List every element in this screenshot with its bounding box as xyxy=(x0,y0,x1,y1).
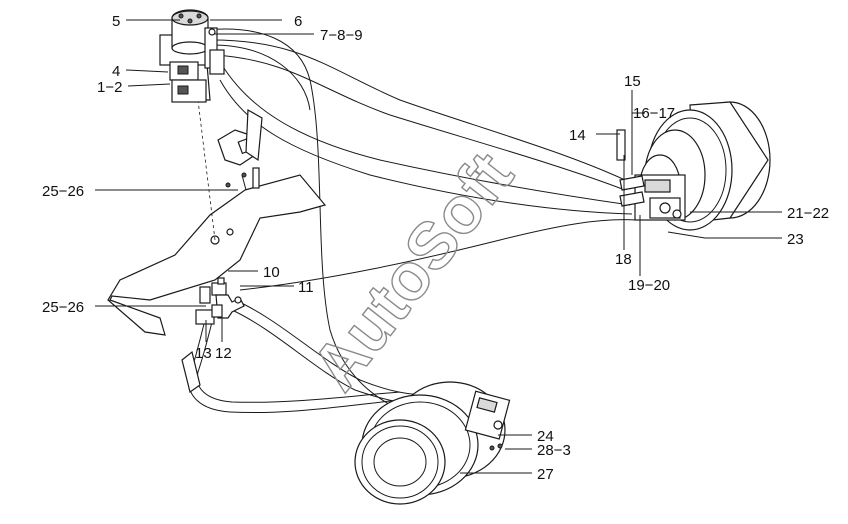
callout-labels: 5 6 7−8−9 4 1−2 15 16−17 14 25−26 21−22 … xyxy=(42,13,829,483)
callout-24: 24 xyxy=(537,428,554,445)
callout-23: 23 xyxy=(787,231,804,248)
callout-1-2: 1−2 xyxy=(97,79,122,96)
callout-28-3: 28−3 xyxy=(537,442,571,459)
rear-drive-motor xyxy=(354,381,511,505)
callout-5: 5 xyxy=(112,13,120,30)
callout-15: 15 xyxy=(624,73,641,90)
callout-21-22: 21−22 xyxy=(787,205,829,222)
callout-13: 13 xyxy=(195,345,212,362)
callout-6: 6 xyxy=(294,13,302,30)
callout-27: 27 xyxy=(537,466,554,483)
valve-fittings xyxy=(181,277,245,393)
mounting-bracket xyxy=(107,99,327,336)
callout-25-26-lower: 25−26 xyxy=(42,299,84,316)
callout-11: 11 xyxy=(298,279,314,296)
callout-25-26-upper: 25−26 xyxy=(42,183,84,200)
callout-7-8-9: 7−8−9 xyxy=(320,27,363,44)
steering-unit xyxy=(159,9,225,103)
callout-4: 4 xyxy=(112,63,120,80)
callout-10: 10 xyxy=(263,264,280,281)
callout-12: 12 xyxy=(215,345,232,362)
callout-18: 18 xyxy=(615,251,632,268)
leader-lines xyxy=(95,19,782,474)
callout-16-17: 16−17 xyxy=(633,105,675,122)
callout-14: 14 xyxy=(569,127,586,144)
right-drive-motor xyxy=(616,101,771,231)
callout-19-20: 19−20 xyxy=(628,277,670,294)
watermark: AutoSoft xyxy=(297,138,527,403)
